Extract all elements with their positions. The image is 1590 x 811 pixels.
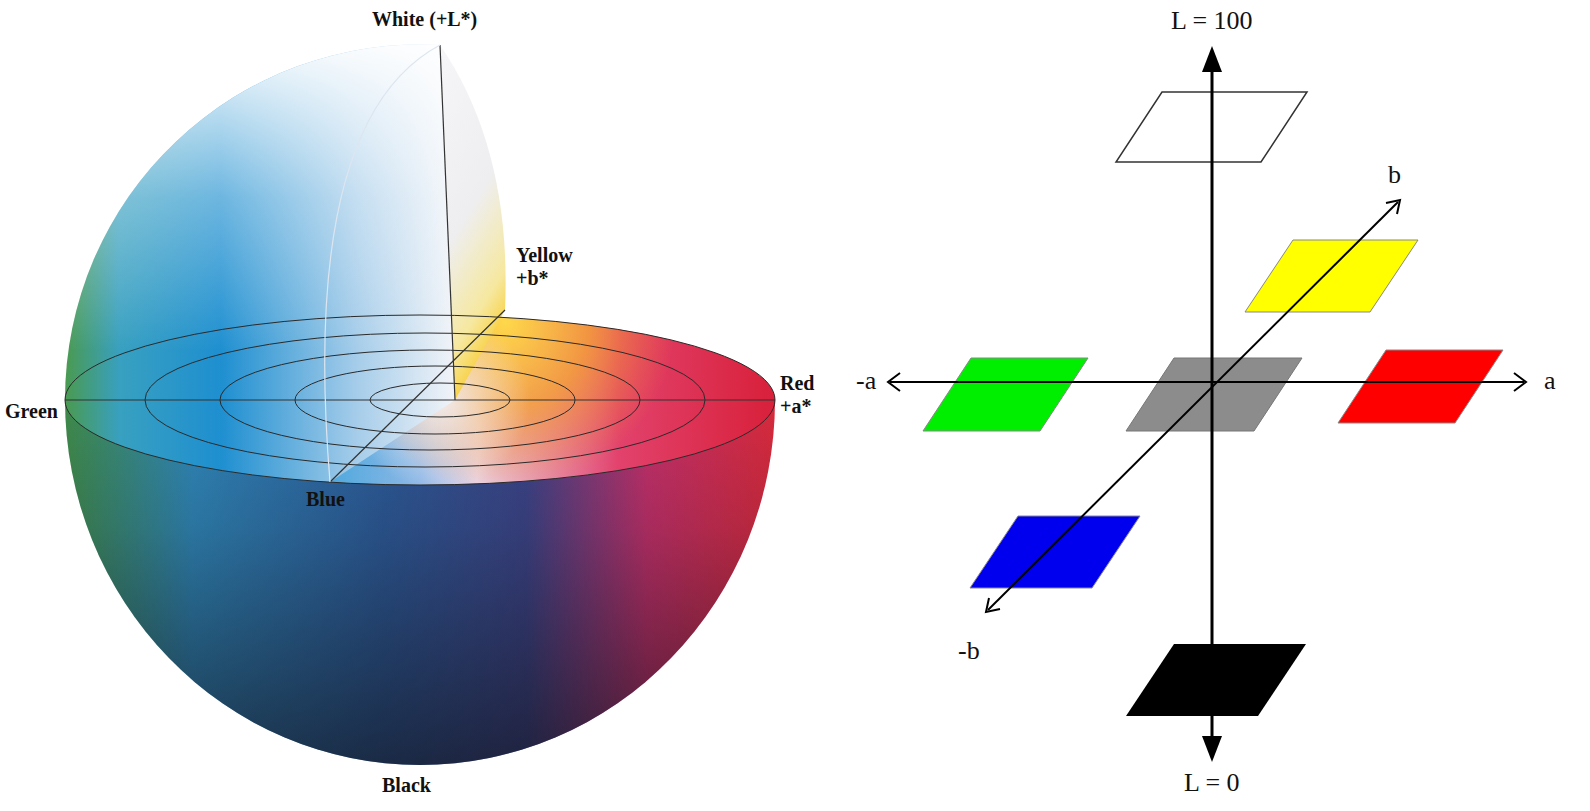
arrow-head [1386, 200, 1400, 214]
l-axis-line [440, 45, 455, 400]
axis-end-label: a [1544, 366, 1556, 396]
axis-end-label: -b [958, 636, 980, 666]
meridian-line [325, 45, 440, 482]
axis-end-label: L = 0 [1184, 768, 1240, 798]
a-axis-line [65, 399, 775, 400]
arrow-head [1202, 736, 1222, 762]
arrow-head [888, 373, 900, 391]
arrow-head [986, 598, 1000, 612]
l-axis-label: White (+L*) [372, 8, 477, 31]
green-patch [923, 358, 1088, 431]
hue-label: Blue [306, 488, 345, 511]
sphere-axes [65, 45, 775, 482]
l-axis [1211, 66, 1214, 742]
a-axis-label: Red +a* [780, 372, 814, 418]
grey-patch [1126, 358, 1302, 431]
ring [65, 315, 775, 485]
axis-end-label: b [1388, 160, 1401, 190]
chroma-rings [65, 315, 775, 485]
axis-end-label: L = 100 [1171, 6, 1253, 36]
cut-face [440, 45, 506, 400]
b-axis-label: Yellow +b* [516, 244, 573, 290]
lightness-label: Black [382, 774, 431, 797]
arrow-head [1514, 373, 1526, 391]
b-axis-line [330, 310, 505, 482]
axes [888, 66, 1526, 742]
axis-end-label: -a [856, 366, 876, 396]
lab-sphere [60, 44, 780, 765]
blue-patch [970, 516, 1140, 588]
black-patch [1126, 644, 1306, 716]
yellow-patch [1245, 240, 1418, 312]
b-axis [988, 202, 1398, 610]
arrow-head [1202, 46, 1222, 72]
red-patch [1338, 350, 1503, 423]
lab-axes-diagram [888, 46, 1526, 762]
hue-label: Green [5, 400, 58, 423]
a-axis [890, 381, 1524, 383]
